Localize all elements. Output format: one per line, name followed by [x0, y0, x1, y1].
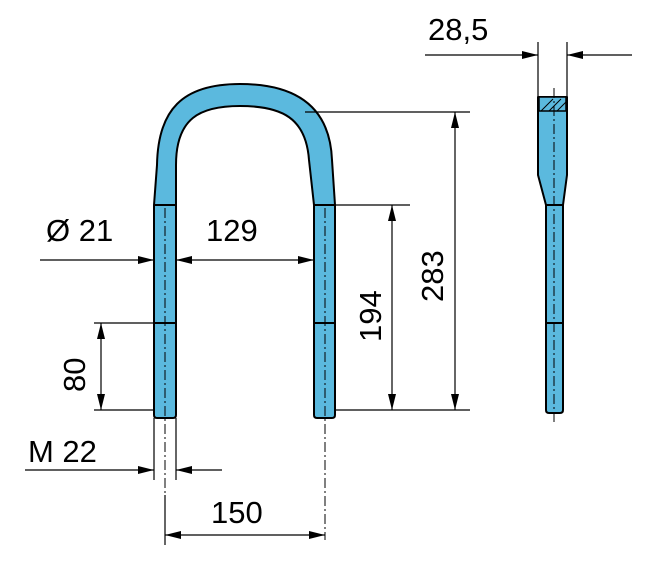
dim-inner-width: 129 — [176, 213, 314, 264]
u-bolt-body — [153, 83, 336, 419]
dim-label-width-section: 28,5 — [428, 12, 488, 47]
dim-thread-length: 80 — [57, 322, 154, 411]
dim-label-leg-length: 194 — [353, 290, 388, 342]
dim-width-section: 28,5 — [425, 12, 632, 97]
hatch-line — [548, 98, 562, 112]
u-bolt-side-view — [537, 88, 568, 425]
dim-label-rod-diameter: Ø 21 — [46, 213, 113, 248]
u-bolt-front-view — [153, 83, 336, 540]
side-profile — [537, 96, 568, 414]
dim-label-inner-width: 129 — [206, 213, 258, 248]
dim-label-center-distance: 150 — [211, 495, 263, 530]
dim-total-height: 283 — [305, 111, 470, 411]
dim-rod-diameter: Ø 21 — [40, 213, 154, 264]
dim-leg-length: 194 — [335, 204, 410, 411]
dim-label-thread-size: M 22 — [28, 434, 97, 469]
hatch-line — [540, 98, 554, 112]
hatch-line — [556, 101, 567, 112]
dim-label-total-height: 283 — [415, 250, 450, 302]
dim-center-distance: 150 — [164, 495, 325, 545]
dim-label-thread-length: 80 — [57, 358, 92, 392]
dim-thread-size: M 22 — [25, 418, 222, 480]
